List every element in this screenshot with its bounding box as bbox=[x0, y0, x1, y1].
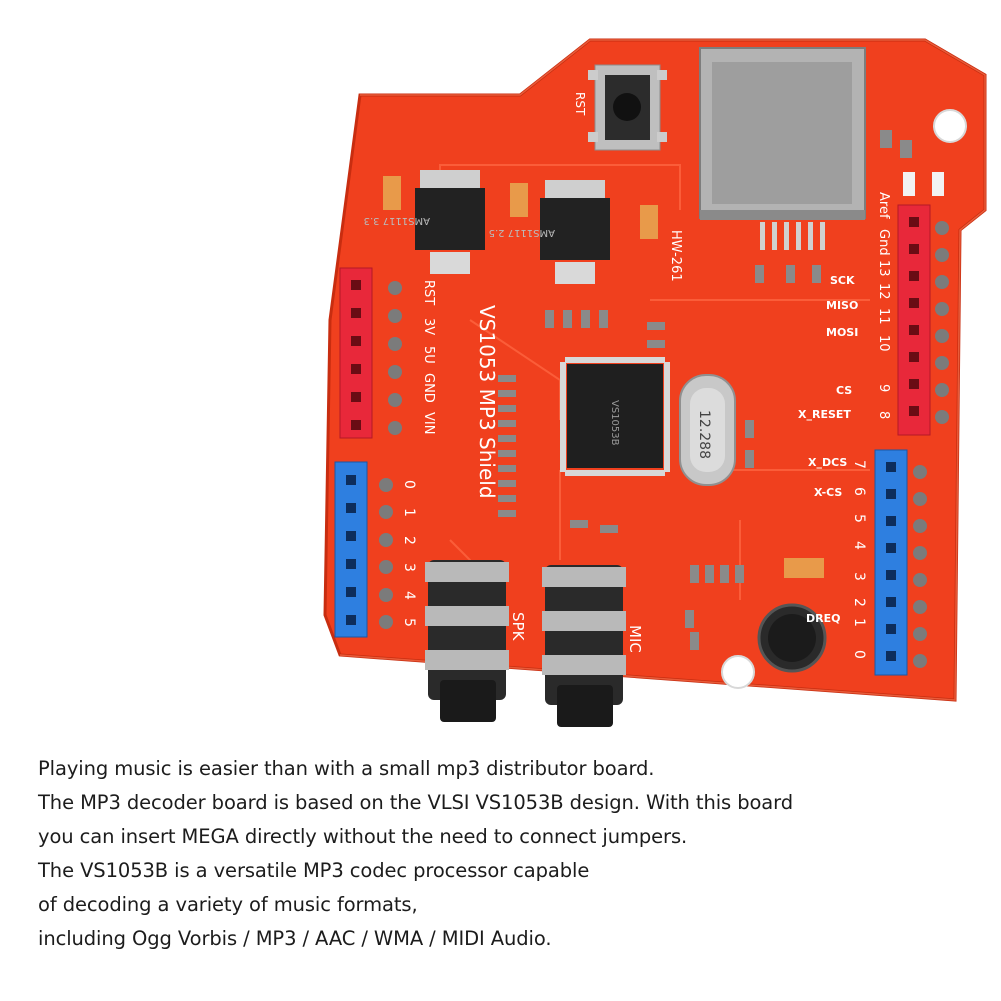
microphone bbox=[757, 603, 827, 673]
header-right-bottom bbox=[874, 449, 927, 676]
header-right-top bbox=[897, 204, 949, 436]
crystal-oscillator bbox=[679, 374, 736, 486]
model-label: HW-261 bbox=[668, 230, 683, 282]
pin-label-d12: 12 bbox=[876, 283, 891, 300]
pin-label-gnd-right: Gnd bbox=[876, 229, 891, 256]
description-line: of decoding a variety of music formats, bbox=[38, 893, 418, 916]
vs1053b-chip bbox=[560, 357, 670, 476]
signal-label-xreset: X_RESET bbox=[798, 408, 851, 421]
product-description: Playing music is easier than with a smal… bbox=[38, 752, 978, 956]
regulator-3v3 bbox=[415, 170, 485, 274]
pin-label-d2-right: 2 bbox=[851, 598, 867, 607]
signal-label-mosi: MOSI bbox=[826, 326, 858, 339]
audio-jack-spk bbox=[425, 560, 509, 722]
pin-label-d6: 6 bbox=[851, 487, 867, 496]
rst-label: RST bbox=[573, 92, 587, 116]
pin-label-d13: 13 bbox=[876, 260, 891, 277]
signal-label-cs: CS bbox=[836, 384, 852, 397]
pin-label-d4: 4 bbox=[401, 591, 417, 600]
pin-label-d3: 3 bbox=[401, 563, 417, 572]
signal-label-dreq: DREQ bbox=[806, 612, 840, 625]
mount-hole bbox=[721, 655, 755, 689]
reset-button bbox=[588, 64, 667, 151]
chip-marking: VS1053B bbox=[609, 400, 620, 446]
signal-label-xcs: X-CS bbox=[814, 486, 842, 499]
pin-label-d1-right: 1 bbox=[851, 618, 867, 627]
jack-label-spk: SPK bbox=[509, 612, 527, 642]
sd-card-slot bbox=[699, 47, 866, 250]
pin-label-rst: RST bbox=[421, 280, 436, 305]
pin-label-d7: 7 bbox=[851, 460, 867, 469]
mount-hole bbox=[933, 109, 967, 143]
product-photo: RST AMS1117 3.3 AMS1117 2.5 HW-261 bbox=[323, 38, 987, 727]
description-line: you can insert MEGA directly without the… bbox=[38, 825, 688, 848]
description-line: including Ogg Vorbis / MP3 / AAC / WMA /… bbox=[38, 927, 552, 950]
pin-label-d11: 11 bbox=[876, 308, 891, 325]
pin-label-gnd: GND bbox=[421, 373, 436, 403]
smd-components bbox=[498, 130, 912, 650]
audio-jack-mic bbox=[542, 565, 626, 727]
pin-label-d5: 5 bbox=[401, 618, 417, 627]
pin-label-d1: 1 bbox=[401, 508, 417, 517]
signal-label-xdcs: X_DCS bbox=[808, 456, 847, 469]
header-digital-left bbox=[334, 461, 393, 638]
tantalum-capacitors bbox=[383, 176, 824, 578]
pin-label-d9: 9 bbox=[876, 384, 891, 392]
pin-label-d3-right: 3 bbox=[851, 572, 867, 581]
pin-label-aref: Aref bbox=[876, 192, 891, 219]
pin-label-d10: 10 bbox=[876, 335, 891, 352]
board-title: VS1053 MP3 Shield bbox=[475, 305, 499, 499]
regulator-3v3-marking: AMS1117 3.3 bbox=[364, 215, 430, 226]
description-line: Playing music is easier than with a smal… bbox=[38, 757, 655, 780]
regulator-2v5 bbox=[540, 180, 610, 284]
leds bbox=[903, 172, 944, 196]
description-line: The VS1053B is a versatile MP3 codec pro… bbox=[38, 859, 590, 882]
pin-label-d0-right: 0 bbox=[851, 650, 867, 659]
pin-label-vin: VIN bbox=[421, 412, 436, 434]
pin-label-d5-right: 5 bbox=[851, 514, 867, 523]
pin-label-3v: 3V bbox=[421, 318, 436, 335]
signal-label-miso: MISO bbox=[826, 299, 858, 312]
pin-label-d8: 8 bbox=[876, 411, 891, 419]
crystal-marking: 12.288 bbox=[696, 410, 712, 459]
description-line: The MP3 decoder board is based on the VL… bbox=[38, 791, 794, 814]
header-power-left bbox=[339, 267, 402, 439]
pin-label-5u: 5U bbox=[421, 346, 436, 364]
pin-label-d2: 2 bbox=[401, 536, 417, 545]
pin-label-d0: 0 bbox=[401, 480, 417, 489]
pin-label-d4-right: 4 bbox=[851, 541, 867, 550]
regulator-2v5-marking: AMS1117 2.5 bbox=[489, 227, 555, 238]
signal-label-sck: SCK bbox=[830, 274, 855, 287]
jack-label-mic: MIC bbox=[626, 625, 644, 653]
